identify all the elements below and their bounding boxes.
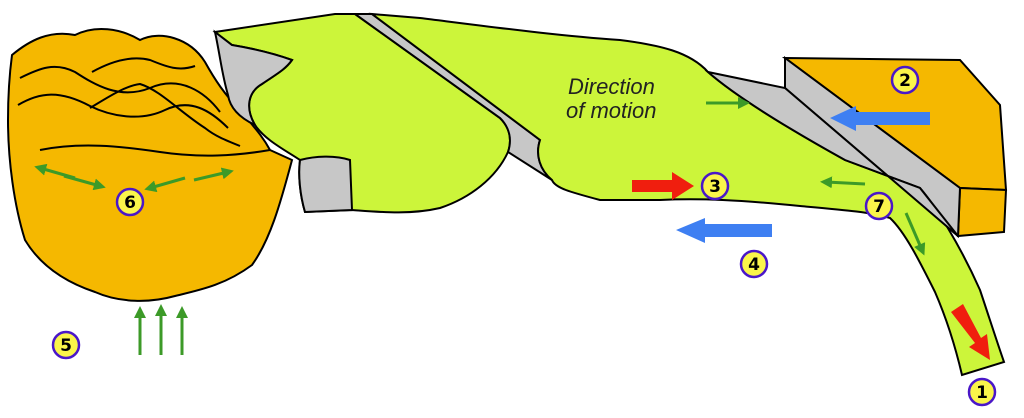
- right-continent-face: [956, 186, 1008, 238]
- plate-gray-strip: [704, 70, 959, 237]
- left-plate-face: [213, 29, 294, 128]
- blue-arrow-4: [676, 218, 772, 243]
- green-arrow-7: [820, 176, 866, 189]
- main-plate-top: [368, 12, 1006, 377]
- badge-1-text: 1: [976, 383, 988, 403]
- red-arrow-1: [951, 304, 990, 360]
- number-badge-1: 1: [967, 377, 997, 407]
- number-badge-3: 3: [700, 171, 730, 201]
- hill-ridge: [39, 144, 271, 157]
- hill-ridge: [19, 65, 221, 113]
- green-arrow-subduct: [904, 212, 926, 256]
- left-plate-edge: [298, 155, 354, 214]
- green-arrow-6-right: [144, 176, 186, 193]
- direction-label-line1: Direction: [568, 74, 655, 99]
- number-badge-7: 7: [864, 191, 894, 221]
- blue-arrow-2: [830, 106, 930, 131]
- direction-label-line2: of motion: [566, 98, 657, 123]
- badge-6-text: 6: [124, 193, 136, 213]
- hill-ridge: [17, 93, 229, 129]
- green-arrow-6-left2: [63, 174, 106, 191]
- number-badge-6: 6: [115, 187, 145, 217]
- red-arrow-3: [632, 172, 694, 200]
- green-arrow-6-right2: [193, 167, 234, 182]
- number-badge-5: 5: [51, 330, 81, 360]
- badge-4-text: 4: [748, 255, 760, 275]
- badge-3-text: 3: [709, 177, 721, 197]
- left-landmass: [6, 28, 294, 302]
- hill-ridge: [91, 57, 196, 73]
- badge-5-text: 5: [60, 336, 72, 356]
- number-badge-2: 2: [890, 65, 920, 95]
- number-badge-4: 4: [739, 249, 769, 279]
- badge-2-text: 2: [899, 71, 911, 91]
- badge-7-text: 7: [873, 197, 885, 217]
- hill-ridge: [89, 82, 241, 147]
